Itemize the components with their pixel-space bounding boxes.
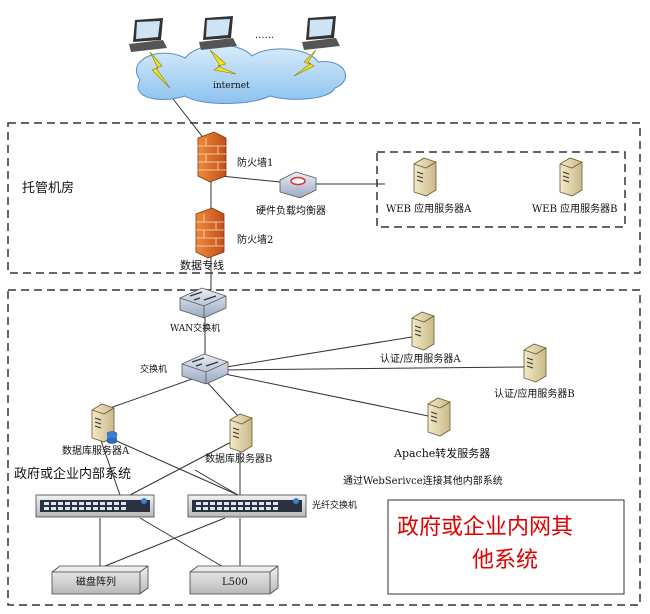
server-icon bbox=[411, 311, 435, 351]
zone-hosting bbox=[7, 122, 641, 274]
web-server-b-label: WEB 应用服务器B bbox=[532, 202, 617, 215]
dedicated-line-label: 数据专线 bbox=[180, 258, 224, 272]
db-server-a-label: 数据库服务器A bbox=[62, 444, 130, 457]
wan-switch-icon bbox=[179, 287, 227, 319]
internet-cloud: internet ...... bbox=[136, 30, 346, 104]
internet-label: internet bbox=[213, 81, 250, 91]
zone-web-cluster bbox=[376, 151, 626, 228]
external-systems-text-line2: 他系统 bbox=[472, 548, 538, 573]
laptop-icon bbox=[199, 16, 237, 50]
webservice-note: 通过WebSerivce连接其他内部系统 bbox=[343, 474, 503, 487]
tape-library-icon bbox=[189, 565, 279, 595]
more-laptops-dots: ...... bbox=[255, 30, 274, 41]
server-icon bbox=[559, 157, 583, 197]
server-icon bbox=[413, 157, 437, 197]
server-icon bbox=[427, 397, 451, 437]
database-server-icon bbox=[91, 403, 118, 444]
laptop-icon bbox=[129, 18, 167, 52]
firewall-icon bbox=[197, 131, 227, 183]
fiber-switch-icon bbox=[187, 494, 307, 518]
links bbox=[99, 94, 528, 569]
hosting-zone-title: 托管机房 bbox=[22, 180, 74, 196]
auth-server-b-label: 认证/应用服务器B bbox=[494, 387, 575, 400]
zone-internal bbox=[7, 289, 641, 606]
wan-switch-label: WAN交换机 bbox=[170, 322, 220, 334]
apache-server-label: Apache转发服务器 bbox=[393, 446, 490, 460]
external-systems-box bbox=[387, 499, 625, 595]
internal-zone-title: 政府或企业内部系统 bbox=[14, 466, 131, 482]
wireless-link-icon bbox=[149, 49, 317, 89]
web-server-a-label: WEB 应用服务器A bbox=[386, 202, 472, 215]
core-switch-label: 交换机 bbox=[140, 363, 167, 375]
firewall2-label: 防火墙2 bbox=[237, 233, 273, 246]
fiber-switch-label: 光纤交换机 bbox=[312, 499, 357, 511]
load-balancer-label: 硬件负载均衡器 bbox=[256, 204, 326, 217]
laptop-icon bbox=[302, 16, 340, 50]
fiber-switch-icon bbox=[35, 494, 155, 518]
firewall1-label: 防火墙1 bbox=[237, 156, 273, 169]
l500-label: L500 bbox=[222, 577, 248, 588]
disk-array-icon bbox=[51, 565, 149, 595]
load-balancer-icon bbox=[279, 171, 317, 199]
auth-server-a-label: 认证/应用服务器A bbox=[380, 352, 461, 365]
firewall-icon bbox=[195, 207, 225, 259]
server-icon bbox=[523, 343, 547, 383]
external-systems-text-line1: 政府或企业内网其 bbox=[397, 515, 573, 540]
core-switch-icon bbox=[181, 353, 229, 385]
server-icon bbox=[229, 413, 253, 453]
db-server-b-label: 数据库服务器B bbox=[205, 452, 272, 465]
disk-array-label: 磁盘阵列 bbox=[76, 575, 116, 588]
